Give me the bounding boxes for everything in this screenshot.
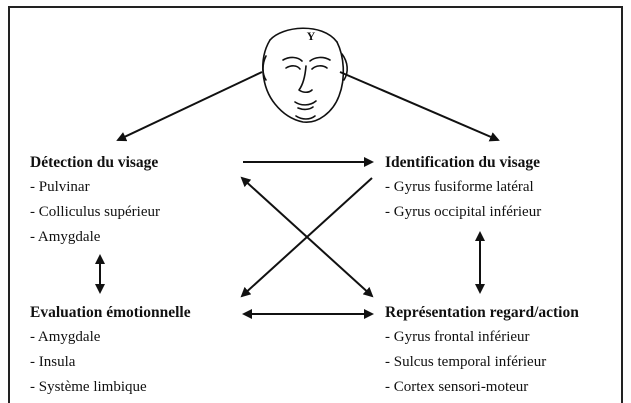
representation-item: - Sulcus temporal inférieur <box>385 354 547 370</box>
detection-item: - Colliculus supérieur <box>30 204 160 220</box>
evaluation-title: Evaluation émotionnelle <box>30 304 191 321</box>
evaluation-item: - Système limbique <box>30 379 147 395</box>
detection-title: Détection du visage <box>30 154 159 171</box>
identification-title: Identification du visage <box>385 154 541 171</box>
arrow-face-to-detection <box>116 71 263 142</box>
detection-block: Détection du visage - Pulvinar - Collicu… <box>30 150 160 250</box>
face-label: Y <box>307 29 316 43</box>
evaluation-item: - Insula <box>30 354 76 370</box>
detection-item: - Pulvinar <box>30 179 90 195</box>
representation-item: - Gyrus frontal inférieur <box>385 329 530 345</box>
representation-title: Représentation regard/action <box>385 304 579 321</box>
evaluation-block: Evaluation émotionnelle - Amygdale - Ins… <box>30 300 191 400</box>
detection-item: - Amygdale <box>30 229 101 245</box>
representation-block: Représentation regard/action - Gyrus fro… <box>385 300 579 400</box>
arrow-face-to-identification <box>339 71 500 142</box>
identification-item: - Gyrus occipital inférieur <box>385 204 542 220</box>
identification-block: Identification du visage - Gyrus fusifor… <box>385 150 541 225</box>
identification-item: - Gyrus fusiforme latéral <box>385 179 534 195</box>
representation-item: - Cortex sensori-moteur <box>385 379 529 395</box>
arrow-detection-representation <box>240 176 374 298</box>
evaluation-item: - Amygdale <box>30 329 101 345</box>
diagram-frame <box>8 6 623 403</box>
face-drawing-icon <box>262 27 348 123</box>
